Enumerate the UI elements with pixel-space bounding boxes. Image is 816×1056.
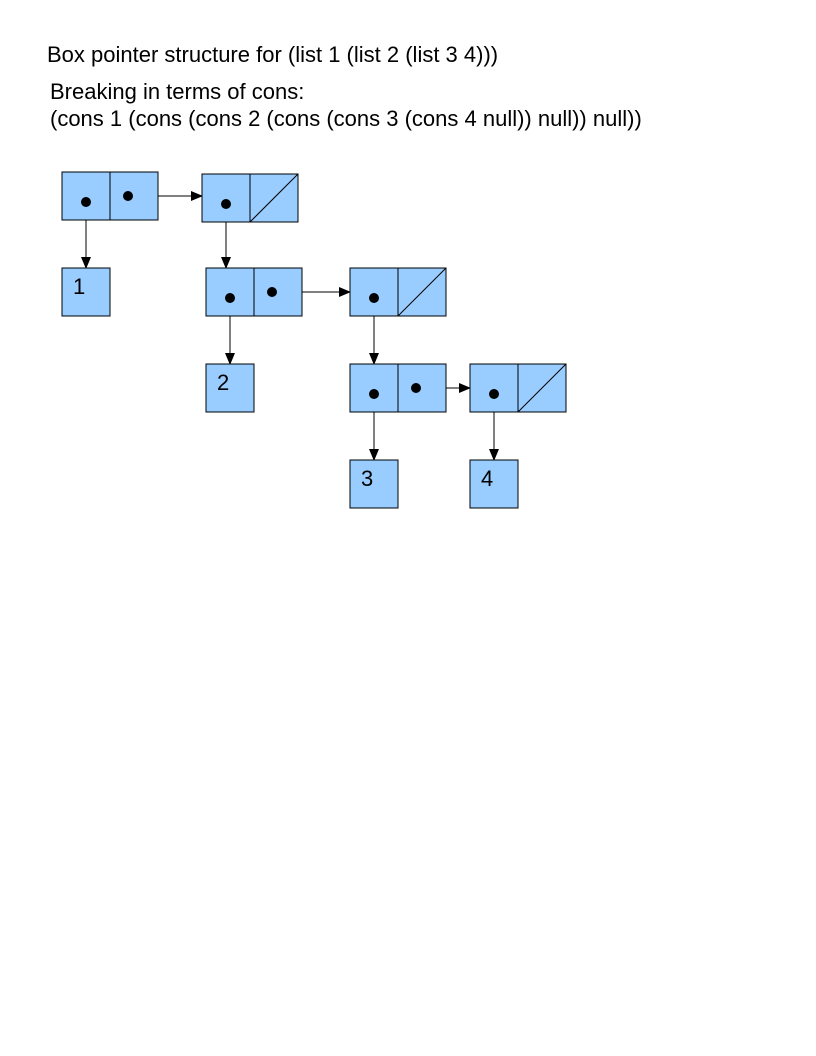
value-cell bbox=[349, 459, 399, 509]
null-slash bbox=[517, 363, 567, 413]
value-label: 2 bbox=[217, 370, 229, 395]
value-label: 1 bbox=[73, 274, 85, 299]
car-cell bbox=[349, 363, 399, 413]
value-box-1: 1 bbox=[61, 267, 111, 317]
null-slash bbox=[397, 267, 447, 317]
cell-layer: 1 2 3 4 bbox=[61, 171, 567, 509]
value-label: 3 bbox=[361, 466, 373, 491]
pointer-dot bbox=[369, 293, 379, 303]
car-cell bbox=[61, 171, 111, 221]
car-cell bbox=[349, 267, 399, 317]
pointer-dot bbox=[267, 287, 277, 297]
cons-subtitle: Breaking in terms of cons: bbox=[50, 79, 305, 104]
pointer-dot bbox=[221, 199, 231, 209]
cons-pair-p2 bbox=[201, 173, 299, 223]
value-cell bbox=[61, 267, 111, 317]
value-box-4: 4 bbox=[469, 459, 519, 509]
pointer-dot bbox=[369, 389, 379, 399]
pointer-dot bbox=[411, 383, 421, 393]
cdr-cell bbox=[253, 267, 303, 317]
pointer-dot bbox=[225, 293, 235, 303]
pointer-dot bbox=[123, 191, 133, 201]
value-cell bbox=[205, 363, 255, 413]
cons-pair-p1 bbox=[61, 171, 159, 221]
value-cell bbox=[469, 459, 519, 509]
car-cell bbox=[205, 267, 255, 317]
pointer-dot bbox=[489, 389, 499, 399]
car-cell bbox=[469, 363, 519, 413]
value-label: 4 bbox=[481, 466, 493, 491]
cons-expression: (cons 1 (cons (cons 2 (cons (cons 3 (con… bbox=[50, 106, 642, 131]
value-box-3: 3 bbox=[349, 459, 399, 509]
cons-pair-p3 bbox=[205, 267, 303, 317]
pointer-layer bbox=[81, 191, 499, 461]
cdr-cell bbox=[109, 171, 159, 221]
cdr-cell bbox=[397, 363, 447, 413]
car-cell bbox=[201, 173, 251, 223]
cons-pair-p5 bbox=[349, 363, 447, 413]
page-title: Box pointer structure for (list 1 (list … bbox=[47, 42, 499, 67]
null-slash bbox=[249, 173, 299, 223]
cons-pair-p6 bbox=[469, 363, 567, 413]
value-box-2: 2 bbox=[205, 363, 255, 413]
dot-layer bbox=[81, 191, 499, 399]
cons-pair-p4 bbox=[349, 267, 447, 317]
pointer-dot bbox=[81, 197, 91, 207]
